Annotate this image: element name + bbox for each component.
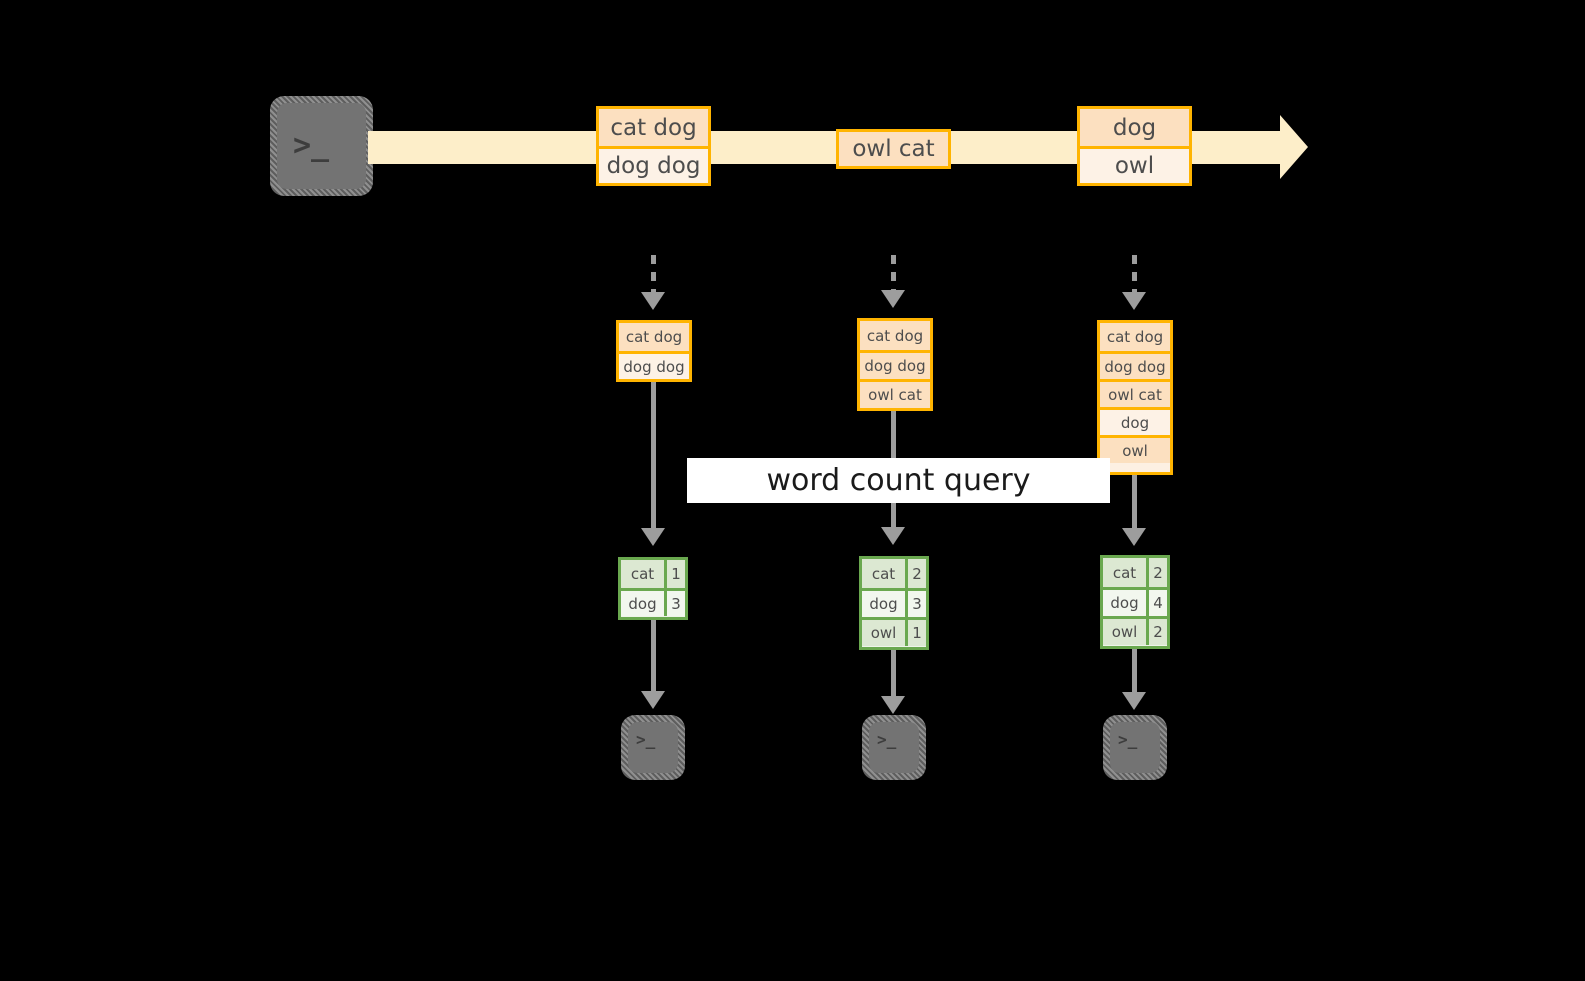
dashed-connector-2 — [891, 255, 896, 293]
sink-terminal-icon-1: >_ — [621, 715, 685, 780]
stream-batch-1-line-1: cat dog — [599, 109, 708, 146]
word-count-query-label: word count query — [687, 458, 1110, 503]
snapshot-3-line-3: owl cat — [1100, 379, 1170, 407]
result-2-count-2: 3 — [905, 591, 926, 617]
table-row: cat 1 — [621, 560, 685, 588]
result-table-3: cat 2 dog 4 owl 2 — [1100, 555, 1170, 649]
snapshot-2-line-1: cat dog — [860, 321, 930, 350]
result-2-word-1: cat — [862, 559, 905, 588]
result-1-word-1: cat — [621, 560, 664, 588]
snapshot-stream-3: cat dog dog dog owl cat dog owl — [1097, 320, 1173, 475]
snapshot-3-line-2: dog dog — [1100, 351, 1170, 379]
stream-batch-3: dog owl — [1077, 106, 1192, 186]
result-2-count-1: 2 — [905, 559, 926, 588]
table-row: dog 3 — [862, 588, 926, 617]
table-row: owl 1 — [862, 617, 926, 646]
terminal-prompt-glyph: >_ — [1118, 730, 1138, 749]
stream-batch-2: owl cat — [836, 129, 951, 169]
sink-connector-3-arrowhead — [1122, 692, 1146, 710]
stream-batch-3-line-2: owl — [1080, 146, 1189, 183]
dashed-connector-2-arrowhead — [881, 290, 905, 308]
dashed-connector-3 — [1132, 255, 1137, 295]
terminal-body — [628, 722, 678, 773]
query-connector-3-arrowhead — [1122, 528, 1146, 546]
result-1-count-1: 1 — [664, 560, 685, 588]
sink-terminal-icon-2: >_ — [862, 715, 926, 780]
terminal-body — [869, 722, 919, 773]
dashed-connector-3-arrowhead — [1122, 292, 1146, 310]
sink-connector-2-arrowhead — [881, 696, 905, 714]
stream-batch-2-line-1: owl cat — [839, 132, 948, 166]
snapshot-2-line-3: owl cat — [860, 379, 930, 408]
dashed-connector-1 — [651, 255, 656, 295]
snapshot-1-line-2: dog dog — [619, 351, 689, 379]
terminal-prompt-glyph: >_ — [636, 730, 656, 749]
table-row: dog 3 — [621, 588, 685, 616]
snapshot-2-line-2: dog dog — [860, 350, 930, 379]
table-row: owl 2 — [1103, 616, 1167, 645]
sink-terminal-icon-3: >_ — [1103, 715, 1167, 780]
sink-connector-3 — [1132, 649, 1137, 694]
snapshot-3-line-5: owl — [1100, 435, 1170, 463]
result-2-word-2: dog — [862, 591, 905, 617]
sink-connector-1 — [651, 620, 656, 693]
result-2-word-3: owl — [862, 620, 905, 646]
query-connector-1-arrowhead — [641, 528, 665, 546]
terminal-body — [277, 103, 366, 189]
sink-connector-1-arrowhead — [641, 691, 665, 709]
table-row: cat 2 — [862, 559, 926, 588]
result-table-2: cat 2 dog 3 owl 1 — [859, 556, 929, 650]
result-table-1: cat 1 dog 3 — [618, 557, 688, 620]
snapshot-stream-2: cat dog dog dog owl cat — [857, 318, 933, 411]
stream-batch-3-line-1: dog — [1080, 109, 1189, 146]
snapshot-3-line-4: dog — [1100, 407, 1170, 435]
stream-batch-1: cat dog dog dog — [596, 106, 711, 186]
result-1-count-2: 3 — [664, 591, 685, 616]
result-3-count-2: 4 — [1146, 590, 1167, 616]
result-1-word-2: dog — [621, 591, 664, 616]
table-row: cat 2 — [1103, 558, 1167, 587]
result-3-count-1: 2 — [1146, 558, 1167, 587]
result-3-word-1: cat — [1103, 558, 1146, 587]
query-connector-2-arrowhead — [881, 527, 905, 545]
dashed-connector-1-arrowhead — [641, 292, 665, 310]
result-2-count-3: 1 — [905, 620, 926, 646]
sink-connector-2 — [891, 650, 896, 698]
query-connector-1 — [651, 382, 656, 530]
table-row: dog 4 — [1103, 587, 1167, 616]
stream-batch-1-line-2: dog dog — [599, 146, 708, 183]
result-3-count-3: 2 — [1146, 619, 1167, 645]
result-3-word-3: owl — [1103, 619, 1146, 645]
stream-timeline-arrowhead — [1280, 115, 1308, 179]
source-terminal-icon: >_ — [270, 96, 373, 196]
terminal-body — [1110, 722, 1160, 773]
terminal-prompt-glyph: >_ — [293, 128, 330, 163]
terminal-prompt-glyph: >_ — [877, 730, 897, 749]
query-connector-3 — [1132, 475, 1137, 530]
snapshot-stream-1: cat dog dog dog — [616, 320, 692, 382]
word-count-query-text: word count query — [766, 463, 1031, 498]
result-3-word-2: dog — [1103, 590, 1146, 616]
snapshot-3-line-1: cat dog — [1100, 323, 1170, 351]
snapshot-1-line-1: cat dog — [619, 323, 689, 351]
